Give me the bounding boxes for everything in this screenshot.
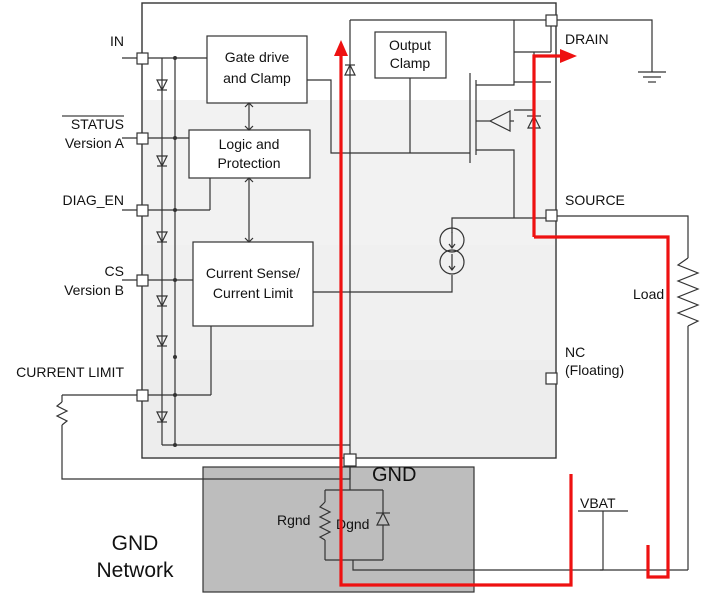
drain-ground [557, 19, 666, 83]
vbat-label: VBAT [580, 495, 616, 511]
gate-drive-label-2: and Clamp [223, 70, 291, 86]
gnd-network-circuit [318, 466, 603, 571]
current-sense-label-1: Current Sense/ [206, 265, 300, 281]
pin-label-source: SOURCE [565, 192, 625, 208]
pin-label-status: STATUS [71, 116, 124, 132]
current-sense-block [192, 241, 314, 327]
load-label: Load [633, 286, 664, 302]
pin-label-cs: CS [105, 263, 124, 279]
pin-label-nc-note: (Floating) [565, 362, 624, 378]
gnd-network-title-2: Network [96, 559, 174, 582]
reverse-current-path [334, 40, 670, 587]
gnd-network-title-1: GND [112, 532, 159, 555]
gnd-pin-label: GND [372, 464, 416, 486]
gate-drive-block [206, 35, 308, 104]
pin-label-current-limit: CURRENT LIMIT [16, 364, 124, 380]
logic-label-2: Protection [217, 155, 280, 171]
gnd-network-box [202, 466, 475, 593]
left-pins [136, 52, 149, 402]
logic-label-1: Logic and [219, 136, 280, 152]
rgnd-label: Rgnd [277, 512, 310, 528]
pin-label-in: IN [110, 33, 124, 49]
dgnd-label: Dgnd [336, 516, 369, 532]
output-clamp-label-2: Clamp [390, 55, 431, 71]
esd-diode-column [156, 56, 350, 447]
right-pins [545, 14, 558, 385]
vbat-node [578, 510, 628, 570]
current-sense-label-2: Current Limit [213, 285, 293, 301]
gnd-pin [343, 453, 357, 467]
pin-label-status-version: Version A [65, 135, 125, 151]
pin-label-nc: NC [565, 344, 585, 360]
load-resistor [557, 215, 700, 571]
output-clamp-label-1: Output [389, 37, 431, 53]
output-clamp-block [374, 31, 447, 79]
pin-label-diag-en: DIAG_EN [63, 192, 124, 208]
pin-label-cs-version: Version B [64, 282, 124, 298]
gate-drive-label-1: Gate drive [225, 49, 290, 65]
pin-label-drain: DRAIN [565, 31, 609, 47]
